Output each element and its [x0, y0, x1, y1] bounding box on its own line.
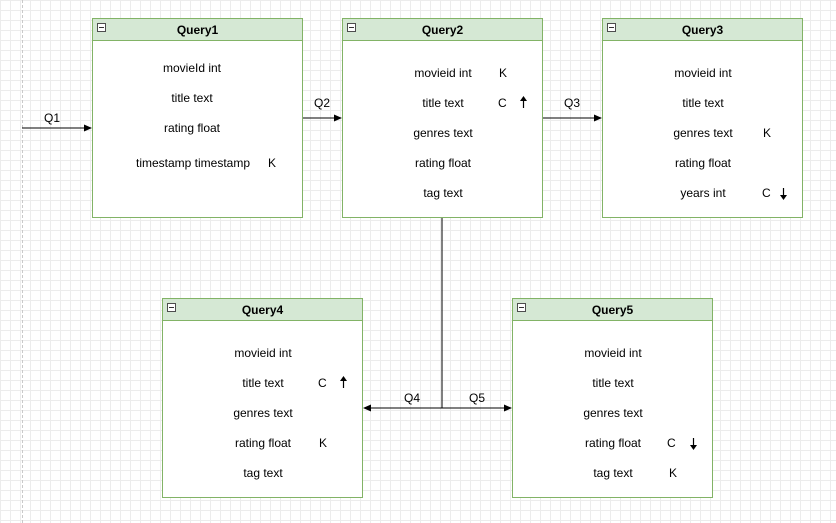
field-name: genres text [233, 406, 293, 420]
table-query5-field-row[interactable]: genres text [513, 405, 712, 421]
table-query1-field-row[interactable]: timestamp timestamp K [93, 155, 302, 171]
table-query4-title: Query4 [241, 303, 284, 317]
table-query2-field-row[interactable]: movieid int K [343, 65, 542, 81]
collapse-icon[interactable] [167, 303, 176, 312]
table-query5-header[interactable]: Query5 [513, 299, 712, 321]
table-query3-title: Query3 [681, 23, 724, 37]
collapse-icon[interactable] [517, 303, 526, 312]
field-name: movieid int [414, 66, 472, 80]
field-name: movieId int [162, 61, 222, 75]
field-name: genres text [673, 126, 733, 140]
table-query3-field-row[interactable]: title text [603, 95, 802, 111]
table-query1[interactable]: Query1 movieId int title text rating flo… [92, 18, 303, 218]
table-query2-header[interactable]: Query2 [343, 19, 542, 41]
table-query1-field-row[interactable]: movieId int [93, 60, 302, 76]
field-name: title text [682, 96, 724, 110]
table-query1-field-row[interactable]: title text [93, 90, 302, 106]
table-query1-field-row[interactable]: rating float [93, 120, 302, 136]
table-query2-title: Query2 [421, 23, 464, 37]
field-name: rating float [584, 436, 642, 450]
edge-label-q3: Q3 [563, 96, 581, 110]
table-query4-field-row[interactable]: tag text [163, 465, 362, 481]
edge-label-q4: Q4 [403, 391, 421, 405]
field-name: tag text [593, 466, 633, 480]
table-query2-field-row[interactable]: rating float [343, 155, 542, 171]
field-name: genres text [413, 126, 473, 140]
table-query1-title: Query1 [176, 23, 219, 37]
field-name: timestamp timestamp [135, 156, 251, 170]
partition-key-marker: K [499, 66, 508, 80]
table-query4-header[interactable]: Query4 [163, 299, 362, 321]
partition-key-marker: K [319, 436, 328, 450]
table-query2-field-row[interactable]: genres text [343, 125, 542, 141]
table-query1-header[interactable]: Query1 [93, 19, 302, 41]
table-query5-field-row[interactable]: tag text K [513, 465, 712, 481]
table-query4-field-row[interactable]: genres text [163, 405, 362, 421]
table-query5-field-row[interactable]: rating float C [513, 435, 712, 451]
clustering-key-marker: C [498, 96, 507, 110]
table-query3-header[interactable]: Query3 [603, 19, 802, 41]
partition-key-marker: K [763, 126, 772, 140]
table-query3-field-row[interactable]: years int C [603, 185, 802, 201]
edge-label-q5: Q5 [468, 391, 486, 405]
partition-key-marker: K [268, 156, 277, 170]
table-query3-field-row[interactable]: movieid int [603, 65, 802, 81]
table-query2-field-row[interactable]: tag text [343, 185, 542, 201]
table-query2[interactable]: Query2 movieid int K title text C genres… [342, 18, 543, 218]
field-name: movieid int [584, 346, 642, 360]
arrow-up-icon [340, 376, 347, 388]
table-query5-field-row[interactable]: movieid int [513, 345, 712, 361]
table-query5-field-row[interactable]: title text [513, 375, 712, 391]
table-query3-field-row[interactable]: rating float [603, 155, 802, 171]
collapse-icon[interactable] [347, 23, 356, 32]
clustering-key-marker: C [762, 186, 771, 200]
arrow-down-icon [690, 438, 697, 450]
table-query4-field-row[interactable]: title text C [163, 375, 362, 391]
clustering-key-marker: C [667, 436, 676, 450]
collapse-icon[interactable] [607, 23, 616, 32]
field-name: title text [422, 96, 464, 110]
page-boundary-line [22, 0, 23, 523]
arrow-down-icon [780, 188, 787, 200]
field-name: movieid int [674, 66, 732, 80]
field-name: rating float [674, 156, 732, 170]
field-name: rating float [414, 156, 472, 170]
table-query4-field-row[interactable]: movieid int [163, 345, 362, 361]
field-name: title text [242, 376, 284, 390]
table-query5[interactable]: Query5 movieid int title text genres tex… [512, 298, 713, 498]
arrow-up-icon [520, 96, 527, 108]
table-query2-field-row[interactable]: title text C [343, 95, 542, 111]
field-name: title text [592, 376, 634, 390]
table-query5-title: Query5 [591, 303, 634, 317]
field-name: tag text [423, 186, 463, 200]
edge-label-q2: Q2 [313, 96, 331, 110]
table-query4[interactable]: Query4 movieid int title text C genres t… [162, 298, 363, 498]
field-name: genres text [583, 406, 643, 420]
field-name: tag text [243, 466, 283, 480]
field-name: movieid int [234, 346, 292, 360]
table-query3-field-row[interactable]: genres text K [603, 125, 802, 141]
field-name: rating float [163, 121, 221, 135]
field-name: years int [680, 186, 726, 200]
field-name: rating float [234, 436, 292, 450]
field-name: title text [171, 91, 213, 105]
table-query4-field-row[interactable]: rating float K [163, 435, 362, 451]
collapse-icon[interactable] [97, 23, 106, 32]
edge-label-q1: Q1 [43, 111, 61, 125]
table-query3[interactable]: Query3 movieid int title text genres tex… [602, 18, 803, 218]
clustering-key-marker: C [318, 376, 327, 390]
partition-key-marker: K [669, 466, 678, 480]
